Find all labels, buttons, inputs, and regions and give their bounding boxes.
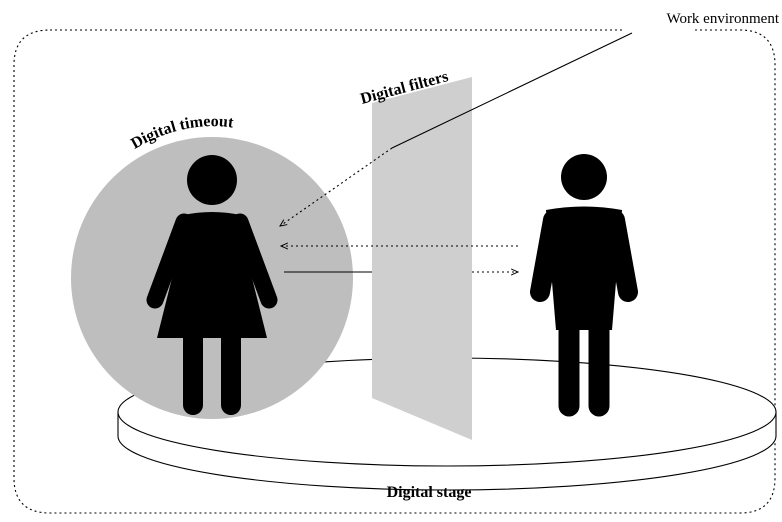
digital-filters-panel — [372, 77, 472, 440]
work-environment-leader-line — [391, 32, 633, 149]
digital-stage-label: Digital stage — [387, 484, 472, 501]
work-environment-boundary — [13, 29, 776, 514]
work-environment-label: Work environment — [666, 11, 779, 27]
female-person-icon — [146, 155, 278, 415]
male-person-icon — [530, 154, 638, 417]
